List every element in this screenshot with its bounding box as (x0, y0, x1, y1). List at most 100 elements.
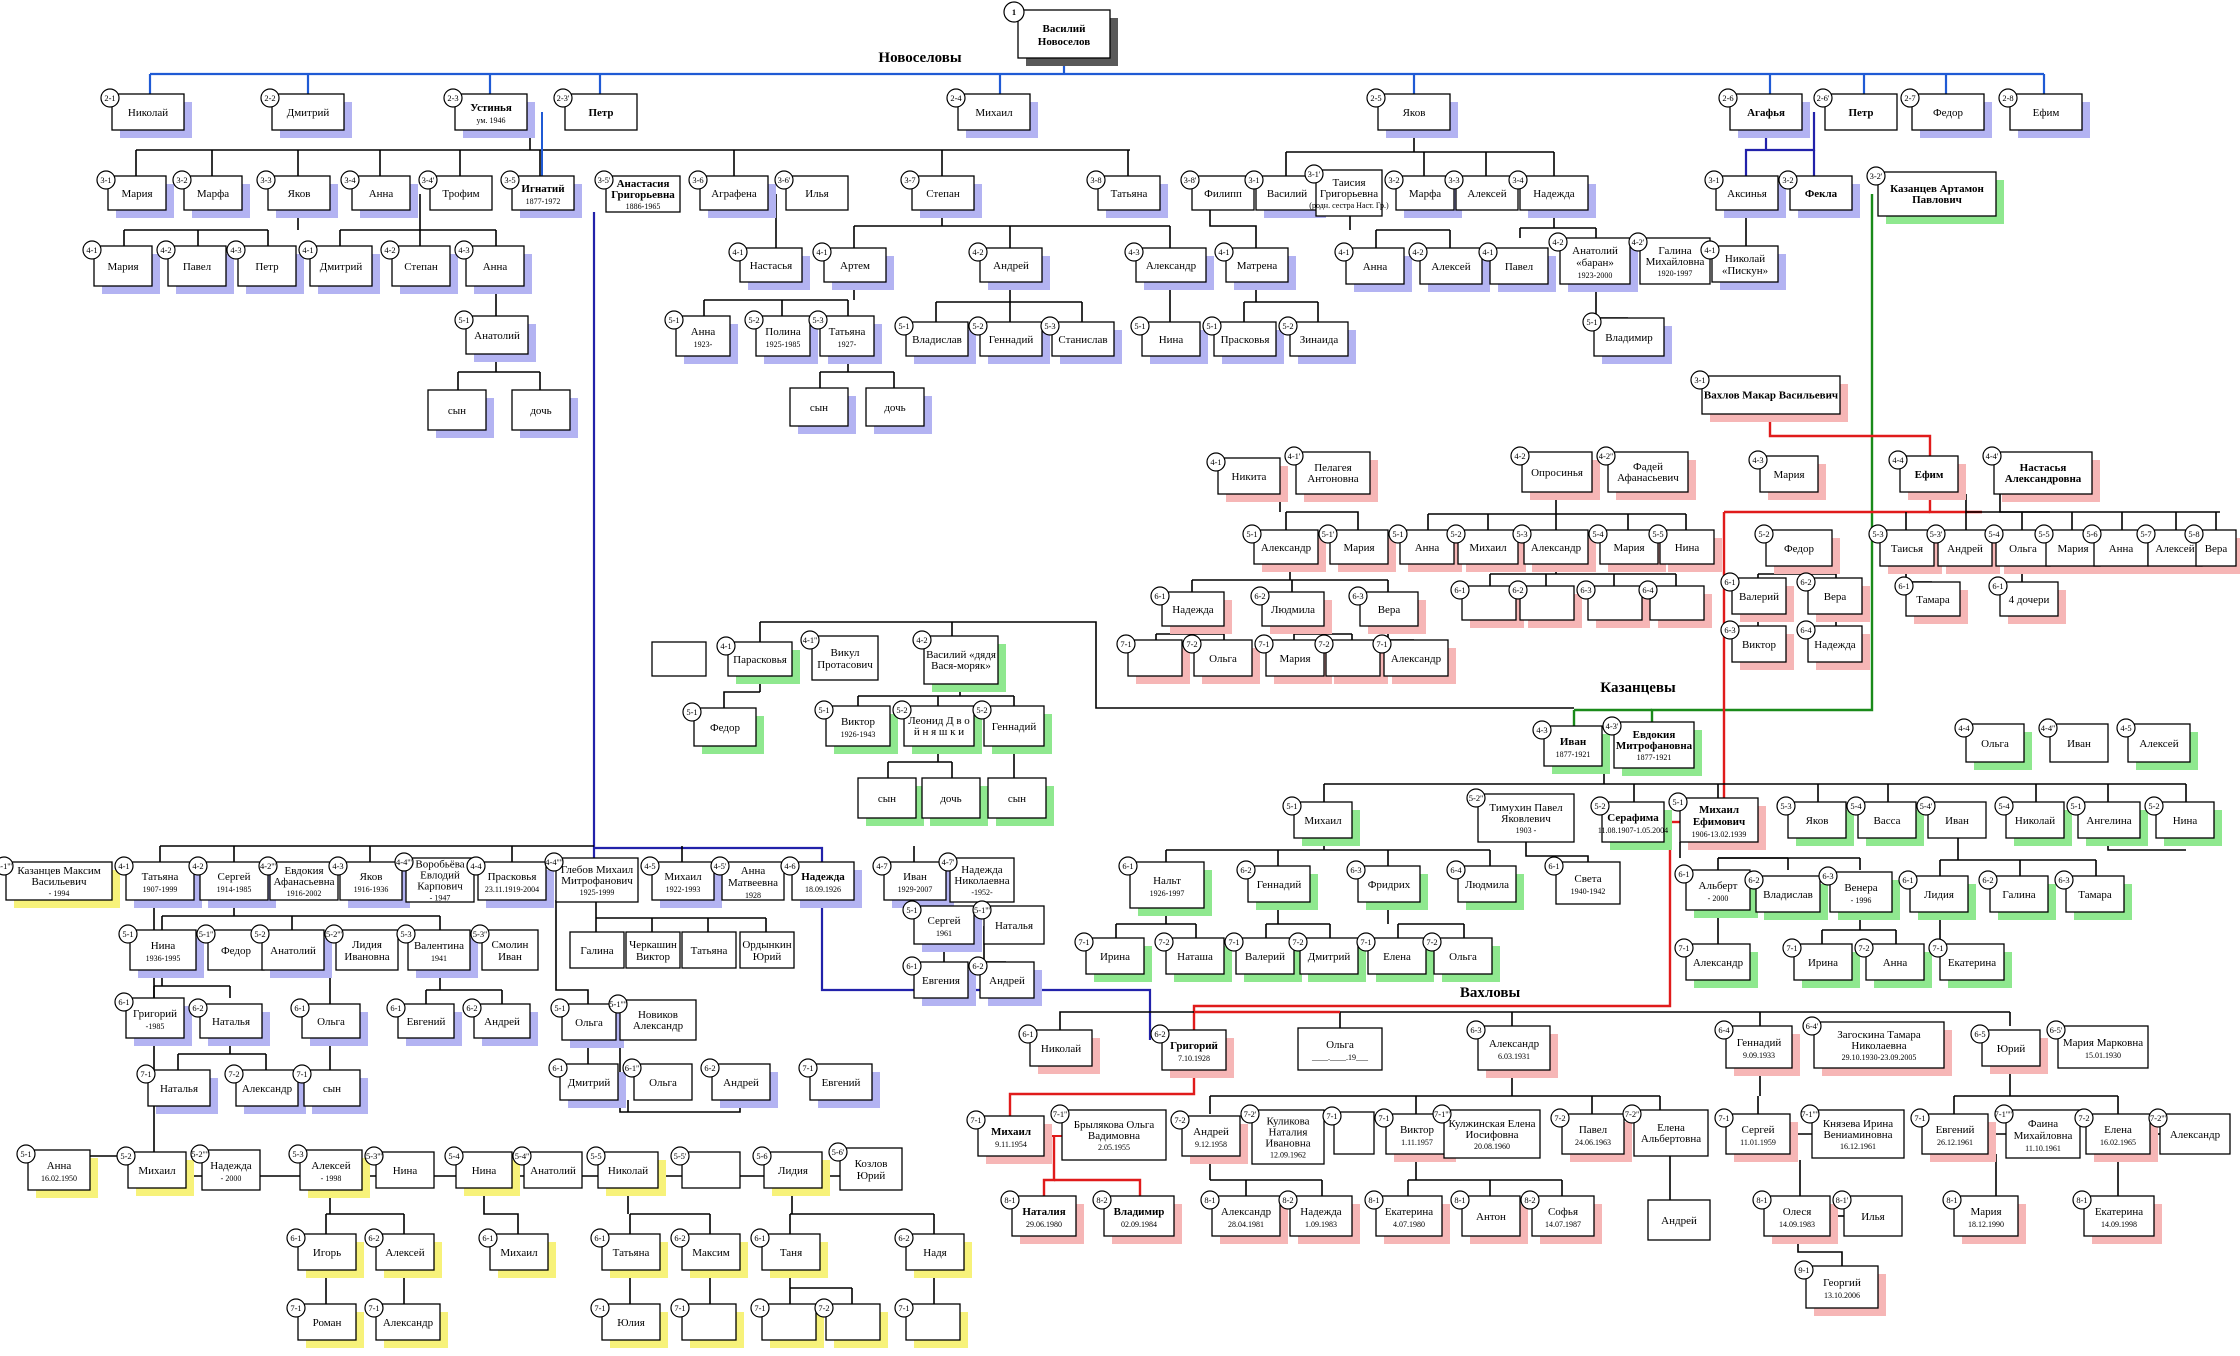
person-name: Дмитрий (287, 107, 330, 119)
generation-badge: 4-3' (1602, 716, 1622, 736)
person-name: Павлович (1912, 194, 1962, 206)
box-frame (1607, 451, 1689, 493)
badge-label: 7-1 (1914, 1113, 1925, 1123)
person-name: Фаина (2028, 1118, 2058, 1130)
person-name: Анна (47, 1160, 72, 1172)
badge-label: 5-2 (896, 705, 907, 715)
person-name: Наталья (160, 1083, 198, 1095)
box-frame (1601, 801, 1665, 843)
generation-badge: 3-1' (1304, 164, 1324, 184)
badge-label: 4-1''' (0, 861, 12, 871)
person-box: сын (987, 777, 1054, 826)
box-frame (1345, 247, 1405, 285)
box-frame (1765, 529, 1833, 567)
generation-badge: 3-8 (1086, 170, 1106, 190)
generation-badge: 4-3 (1124, 242, 1144, 262)
generation-badge: 8-1' (1832, 1190, 1852, 1210)
person-dates: 1936-1995 (146, 954, 181, 963)
person-name: Анна (1415, 542, 1440, 554)
person-name: Алексей (1431, 261, 1470, 273)
box-frame (127, 1151, 187, 1189)
box-frame (1937, 529, 1993, 567)
generation-badge: 7-2 (1182, 634, 1202, 654)
generation-badge: 5-2'''' (190, 1144, 210, 1164)
person-name: сын (448, 405, 466, 417)
badge-label: 3-4 (1512, 175, 1524, 185)
generation-badge: 4-3 (1748, 450, 1768, 470)
generation-badge: 8-1 (2072, 1190, 2092, 1210)
person-name: Ирина (1808, 957, 1838, 969)
person-name: Зинаида (1300, 334, 1339, 346)
person-name: Юрий (857, 1170, 886, 1182)
person-name: Геннадий (1737, 1037, 1782, 1049)
box-frame (819, 315, 875, 357)
box-frame (1433, 937, 1493, 975)
person-name: Ефим (2033, 107, 2060, 119)
person-name: Степан (404, 261, 438, 273)
box-frame (454, 93, 528, 131)
generation-badge: 6-1 (1898, 870, 1918, 890)
box-frame (1289, 321, 1349, 357)
box-frame (1965, 723, 2025, 763)
generation-badge: 7-1 (1254, 634, 1274, 654)
box-frame (619, 999, 697, 1041)
person-name: Альбертовна (1641, 1133, 1701, 1145)
person-name: Вера (2205, 543, 2228, 555)
generation-badge: 4-1 (728, 242, 748, 262)
badge-label: 8-1 (2076, 1195, 2087, 1205)
person-name: Альберт (1699, 880, 1738, 892)
person-name: Ольга (2009, 543, 2037, 555)
box-frame (261, 929, 325, 971)
person-dates: 11.08.1907-1.05.2004 (1598, 826, 1668, 835)
person-name: Марфа (1409, 188, 1441, 200)
person-name: Татьяна (613, 1247, 650, 1259)
person-name: Загоскина Тамара (1837, 1029, 1921, 1041)
person-box: 7-1 (670, 1298, 744, 1348)
badge-label: 4-1 (86, 245, 97, 255)
person-name: Нальт (1153, 875, 1181, 887)
generation-badge: 8-1 (1364, 1190, 1384, 1210)
generation-badge: 5-1 (1582, 312, 1602, 332)
box-frame (477, 861, 547, 901)
person-name: Михаил (991, 1126, 1031, 1138)
generation-badge: 5-4 (1588, 524, 1608, 544)
box-frame (1789, 175, 1853, 211)
generation-badge: 7-2' (1240, 1104, 1260, 1124)
person-name: Валерий (1739, 591, 1779, 603)
badge-label: 5-2 (976, 705, 987, 715)
badge-label: 2-8 (2002, 93, 2013, 103)
badge-label: 7-1 (898, 1303, 909, 1313)
person-name: сын (810, 402, 828, 414)
box-frame (465, 315, 529, 355)
badge-label: 1 (1012, 7, 1016, 17)
box-frame (761, 1303, 817, 1341)
generation-badge: 6-2 (1150, 1024, 1170, 1044)
box-frame (473, 1003, 531, 1039)
person-name: Глебов Михаил (561, 864, 634, 876)
badge-label: 7-1 (1376, 639, 1387, 649)
badge-label: 2-2 (264, 93, 275, 103)
person-name: Галина (2002, 889, 2035, 901)
badge-label: 7-2 (1318, 639, 1329, 649)
person-name: Дмитрий (1308, 951, 1351, 963)
generation-badge: 5-8 (2184, 524, 2204, 544)
badge-label: 5-2 (2148, 801, 2159, 811)
badge-label: 7-1''' (1434, 1109, 1450, 1119)
person-name: Яковлевич (1501, 813, 1551, 825)
